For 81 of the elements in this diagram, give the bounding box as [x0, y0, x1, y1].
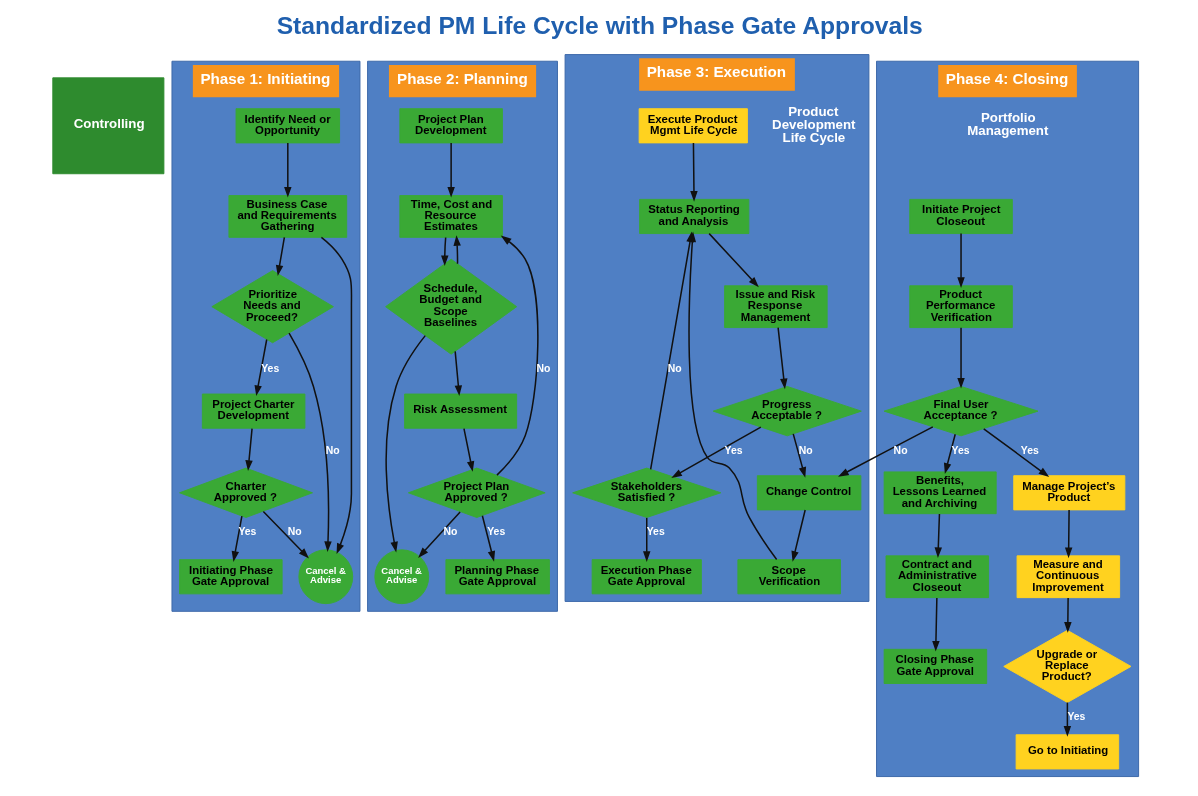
label: Portfolio Management	[966, 110, 1048, 139]
arrow	[283, 142, 292, 198]
arrow	[790, 509, 806, 562]
label: Product Development Life Cycle	[771, 103, 855, 146]
arrow	[1063, 701, 1071, 737]
arrow	[1064, 509, 1072, 559]
node-box: Contract and Administrative Closeout	[885, 555, 989, 599]
node-box: Project Plan Development	[398, 108, 503, 144]
arrow	[452, 235, 461, 265]
arrow	[446, 142, 455, 198]
arrow	[934, 513, 942, 559]
edge-label: No	[443, 526, 457, 538]
node-box: Initiate Project Closeout	[908, 198, 1013, 235]
arrow	[982, 428, 1049, 478]
arrow	[956, 326, 965, 389]
edge-label: Yes	[237, 526, 256, 538]
arrow	[320, 236, 352, 555]
arrow	[417, 511, 461, 558]
edge-label: No	[287, 526, 302, 538]
node-diamond: Upgrade or Replace Product?	[1002, 629, 1131, 703]
edge-label: Yes	[486, 526, 505, 538]
edge-label: No	[893, 444, 908, 456]
node-box: Planning Phase Gate Approval	[444, 559, 550, 595]
node-box: Project Charter Development	[201, 393, 305, 429]
edge-label: Yes	[724, 444, 743, 456]
node-box: Initiating Phase Gate Approval	[178, 559, 283, 595]
edge-label: Yes	[1066, 711, 1085, 723]
node-diamond: Progress Acceptable ?	[712, 385, 862, 437]
arrow	[262, 510, 309, 559]
node-box: Execute Product Mgmt Life Cycle	[638, 108, 748, 144]
edge-label: Yes	[1020, 444, 1039, 456]
arrow	[440, 236, 448, 267]
arrow	[495, 235, 539, 476]
edge-label: Yes	[951, 444, 970, 456]
node-box: Benefits, Lessons Learned and Archiving	[883, 471, 997, 515]
arrow	[707, 232, 759, 288]
edge-label: No	[667, 363, 682, 375]
arrow	[231, 515, 243, 562]
node-box: Identify Need or Opportunity	[235, 108, 340, 144]
edge-label: No	[798, 444, 813, 456]
node-diamond: Charter Approved ?	[178, 467, 313, 518]
arrow	[244, 427, 253, 471]
node-box: Status Reporting and Analysis	[638, 198, 749, 235]
arrow	[776, 326, 787, 390]
node-box: Manage Project’s Product	[1012, 475, 1125, 511]
edge-label: Yes	[646, 526, 665, 538]
arrow	[642, 517, 650, 562]
node-diamond: Prioritize Needs and Proceed?	[210, 270, 334, 344]
arrow	[462, 427, 474, 472]
node-diamond: Project Plan Approved ?	[407, 467, 546, 518]
arrow	[689, 142, 698, 202]
arrow	[1063, 597, 1072, 633]
node-box: Execution Phase Gate Approval	[591, 559, 702, 595]
arrow	[453, 350, 462, 397]
arrow	[792, 433, 806, 478]
arrow	[287, 332, 332, 553]
arrow	[254, 338, 267, 397]
arrow	[931, 597, 940, 652]
arrow	[384, 334, 426, 553]
node-box: Go to Initiating	[1015, 734, 1119, 770]
node-box: Controlling	[51, 77, 164, 175]
arrow	[670, 426, 762, 478]
edge-label: No	[325, 444, 340, 456]
node-box: Change Control	[756, 475, 861, 511]
arrow	[943, 433, 956, 474]
arrow	[275, 236, 285, 276]
node-box: Business Case and Requirements Gathering	[227, 195, 347, 238]
node-box: Issue and Risk Response Management	[723, 285, 828, 329]
node-box: Time, Cost and Resource Estimates	[398, 195, 503, 238]
arrow	[837, 426, 934, 477]
arrow	[956, 232, 965, 288]
node-box: Risk Assessment	[403, 393, 517, 429]
node-diamond: Schedule, Budget and Scope Baselines	[384, 258, 517, 355]
node-box: Scope Verification	[736, 559, 841, 595]
edge-label: No	[536, 363, 551, 375]
node-diamond: Final User Acceptance ?	[883, 385, 1038, 437]
node-box: Measure and Continuous Improvement	[1016, 555, 1120, 599]
node-box: Product Performance Verification	[908, 285, 1013, 329]
node-box: Closing Phase Gate Approval	[883, 648, 987, 684]
diagram-title: Standardized PM Life Cycle with Phase Gate Approvals	[276, 12, 923, 40]
arrow	[481, 514, 495, 562]
